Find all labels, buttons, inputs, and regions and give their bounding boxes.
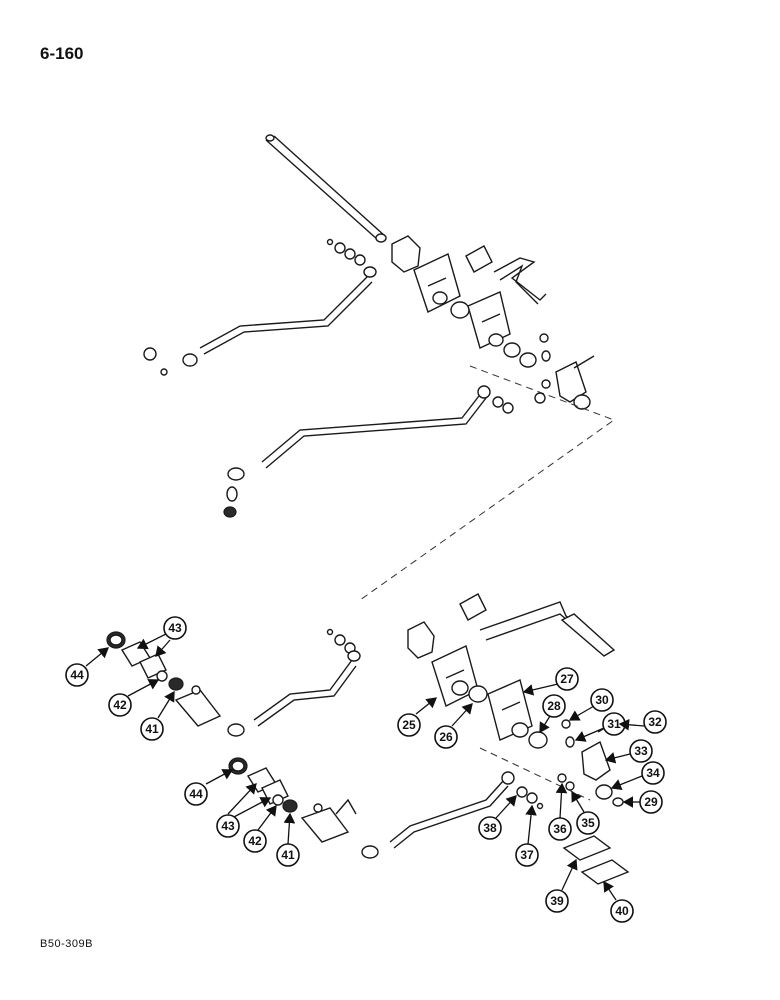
callout-label: 33 bbox=[634, 744, 648, 758]
callout-label: 35 bbox=[581, 816, 595, 830]
upper-linkage-rod-1 bbox=[143, 266, 377, 376]
callout-label: 37 bbox=[520, 848, 534, 862]
callout-43-upper: 43 bbox=[136, 616, 187, 657]
callout-44-upper: 44 bbox=[65, 647, 110, 687]
callout-label: 41 bbox=[281, 848, 295, 862]
page-number: 6-160 bbox=[40, 44, 84, 63]
callout-label: 27 bbox=[560, 672, 574, 686]
callout-35: 35 bbox=[571, 790, 600, 835]
callout-label: 29 bbox=[644, 795, 658, 809]
lower-assembly bbox=[106, 593, 630, 885]
shim-40 bbox=[580, 859, 630, 885]
lower-pivot-block bbox=[407, 621, 435, 659]
callouts: 43 44 42 41 25 26 27 bbox=[65, 616, 667, 923]
callout-40: 40 bbox=[603, 880, 634, 923]
upper-knob bbox=[465, 245, 493, 273]
callout-label: 44 bbox=[70, 668, 84, 682]
lower-linkage-rod-1 bbox=[227, 650, 361, 737]
callout-label: 26 bbox=[439, 730, 453, 744]
upper-gate-plate-1 bbox=[413, 253, 461, 313]
callout-25: 25 bbox=[397, 697, 438, 737]
callout-44-lower: 44 bbox=[184, 769, 234, 806]
upper-gate-plate-2 bbox=[467, 291, 511, 349]
bracket-33 bbox=[581, 740, 611, 781]
callout-label: 43 bbox=[168, 621, 182, 635]
callout-label: 39 bbox=[550, 894, 564, 908]
callout-label: 41 bbox=[145, 722, 159, 736]
callout-label: 42 bbox=[248, 834, 262, 848]
upper-bushing-1 bbox=[450, 301, 470, 319]
callout-label: 32 bbox=[648, 715, 662, 729]
callout-label: 36 bbox=[553, 822, 567, 836]
lower-knob bbox=[459, 593, 487, 621]
callout-label: 30 bbox=[595, 693, 609, 707]
callout-43-lower: 43 bbox=[216, 783, 272, 838]
shim-39 bbox=[562, 835, 612, 861]
callout-28: 28 bbox=[539, 694, 566, 734]
upper-vertical-rod bbox=[265, 134, 387, 243]
callout-36: 36 bbox=[548, 782, 572, 841]
callout-27: 27 bbox=[522, 667, 579, 696]
callout-label: 40 bbox=[615, 904, 629, 918]
figure-code: B50-309B bbox=[40, 938, 93, 950]
callout-29: 29 bbox=[622, 790, 663, 814]
callout-32: 32 bbox=[618, 710, 667, 734]
upper-pivot-block bbox=[391, 235, 421, 273]
callout-38: 38 bbox=[478, 795, 517, 840]
lever-stack-lower-left bbox=[228, 757, 357, 843]
upper-assembly bbox=[143, 134, 616, 601]
callout-label: 43 bbox=[221, 819, 235, 833]
callout-41-lower: 41 bbox=[276, 812, 300, 867]
callout-label: 44 bbox=[189, 787, 203, 801]
callout-42-upper: 42 bbox=[108, 679, 160, 717]
bushing-26 bbox=[468, 685, 488, 703]
lower-linkage-rod-2 bbox=[361, 771, 544, 859]
callout-39: 39 bbox=[545, 858, 578, 913]
upper-washer-stack bbox=[326, 238, 366, 266]
upper-dashed-connector bbox=[359, 365, 616, 601]
callout-42-lower: 42 bbox=[243, 804, 277, 853]
bushing-28 bbox=[528, 731, 548, 749]
callout-label: 25 bbox=[402, 718, 416, 732]
callout-30: 30 bbox=[568, 688, 614, 721]
callout-37: 37 bbox=[515, 804, 539, 867]
callout-label: 31 bbox=[607, 717, 621, 731]
callout-33: 33 bbox=[604, 739, 653, 764]
callout-34: 34 bbox=[610, 761, 665, 791]
callout-31: 31 bbox=[574, 712, 626, 742]
callout-label: 42 bbox=[113, 698, 127, 712]
callout-41-upper: 41 bbox=[140, 690, 175, 741]
callout-label: 38 bbox=[483, 821, 497, 835]
callout-label: 28 bbox=[547, 699, 561, 713]
upper-shift-handle bbox=[493, 257, 547, 301]
upper-linkage-rod-2 bbox=[223, 385, 514, 518]
callout-26: 26 bbox=[434, 703, 473, 749]
callout-label: 34 bbox=[646, 766, 660, 780]
